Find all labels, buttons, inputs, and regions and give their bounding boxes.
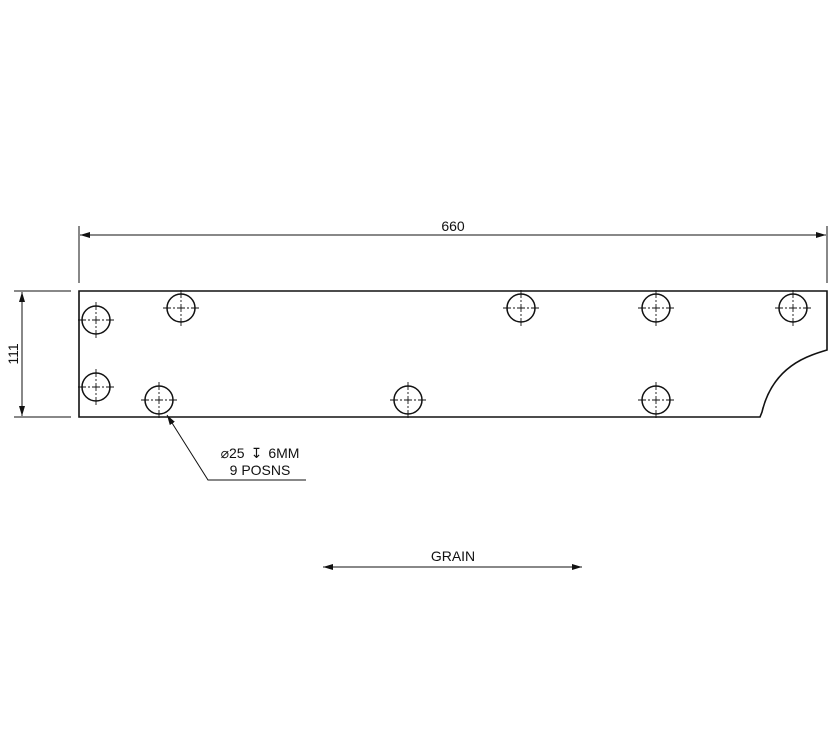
hole [141, 382, 177, 418]
hole [78, 369, 114, 405]
hole-callout-text: ⌀25 ↧ 6MM [221, 445, 300, 461]
depth-symbol-icon: ↧ [251, 445, 263, 461]
hole [390, 382, 426, 418]
hole [638, 382, 674, 418]
plate-outline [78, 290, 828, 418]
hole-quantity: 9 POSNS [230, 462, 291, 478]
hole-callout-leader [166, 414, 306, 481]
hole [163, 290, 199, 326]
hole-diameter: 25 [229, 445, 245, 461]
length-dimension [78, 226, 828, 283]
diameter-symbol: ⌀ [221, 445, 229, 461]
grain-label: GRAIN [431, 548, 475, 564]
hole [78, 302, 114, 338]
hole [503, 290, 539, 326]
hole [775, 290, 811, 326]
height-dimension [14, 290, 71, 418]
holes [78, 290, 811, 418]
length-dimension-value: 660 [441, 218, 465, 234]
height-dimension-value: 111 [5, 343, 21, 364]
hole [638, 290, 674, 326]
hole-depth: 6MM [268, 445, 299, 461]
